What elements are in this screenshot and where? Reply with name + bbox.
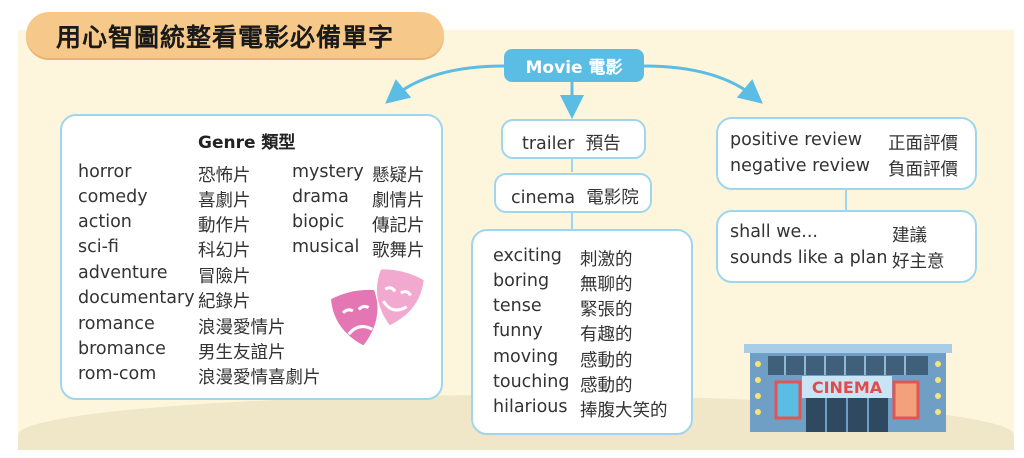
genre-zh: 男生友誼片	[198, 343, 286, 363]
genre-en: bromance	[78, 339, 166, 359]
adjective-en: tense	[493, 296, 542, 316]
adjective-en: boring	[493, 271, 550, 291]
adjective-zh: 捧腹大笑的	[580, 401, 668, 421]
genre-en: documentary	[78, 288, 195, 308]
adjectives-box	[471, 229, 693, 435]
genre-en: drama	[292, 187, 349, 207]
genre-en: mystery	[292, 162, 364, 182]
genre-box	[60, 114, 443, 400]
genre-zh: 浪漫愛情喜劇片	[198, 368, 321, 388]
genre-zh: 浪漫愛情片	[198, 318, 286, 338]
genre-zh: 紀錄片	[198, 292, 251, 312]
genre-zh: 懸疑片	[372, 166, 425, 186]
genre-en: sci-fi	[78, 237, 119, 257]
genre-zh: 歌舞片	[372, 241, 425, 261]
page-title: 用心智圖統整看電影必備單字	[56, 23, 395, 52]
genre-en: romance	[78, 314, 155, 334]
genre-heading: Genre 類型	[198, 133, 296, 153]
cinema-box	[494, 173, 652, 213]
genre-zh: 動作片	[198, 216, 251, 236]
review-en: positive review	[730, 130, 863, 150]
review-en: negative review	[730, 156, 870, 176]
central-node: Movie 電影	[504, 49, 644, 82]
adjective-en: funny	[493, 321, 543, 341]
genre-zh: 冒險片	[198, 267, 251, 287]
genre-en: action	[78, 212, 132, 232]
theater-masks-icon	[331, 269, 424, 346]
genre-en: musical	[292, 237, 360, 257]
title-banner	[26, 12, 444, 58]
adjective-en: touching	[493, 372, 570, 392]
adjective-zh: 無聊的	[580, 275, 633, 295]
review-box	[716, 117, 977, 190]
genre-en: horror	[78, 162, 132, 182]
adjective-en: exciting	[493, 246, 562, 266]
suggest-zh: 建議	[892, 226, 927, 246]
genre-zh: 劇情片	[372, 191, 425, 211]
cinema-sign: CINEMA	[812, 378, 883, 397]
suggest-en: shall we...	[730, 222, 818, 242]
suggest-box	[716, 210, 977, 283]
adjective-zh: 有趣的	[580, 325, 633, 345]
adjective-en: hilarious	[493, 397, 568, 417]
genre-en: comedy	[78, 187, 148, 207]
genre-en: biopic	[292, 212, 345, 232]
adjective-zh: 刺激的	[580, 250, 633, 270]
adjective-zh: 緊張的	[580, 300, 633, 320]
cinema-label: cinema 電影院	[511, 188, 639, 208]
genre-en: adventure	[78, 263, 168, 283]
cinema-building-icon: CINEMA	[744, 344, 952, 432]
genre-en: rom-com	[78, 364, 157, 384]
trailer-box	[501, 119, 646, 159]
trailer-label: trailer 預告	[522, 134, 621, 154]
genre-zh: 恐怖片	[198, 166, 251, 186]
adjective-zh: 感動的	[580, 351, 633, 371]
genre-zh: 傳記片	[372, 216, 425, 236]
arrow-to-genre	[385, 64, 505, 104]
review-zh: 負面評價	[888, 160, 958, 180]
arrow-to-review	[643, 64, 763, 104]
suggest-en: sounds like a plan	[730, 248, 888, 268]
suggest-zh: 好主意	[892, 252, 945, 272]
genre-zh: 科幻片	[198, 241, 251, 261]
review-zh: 正面評價	[888, 134, 958, 154]
adjective-zh: 感動的	[580, 376, 633, 396]
genre-zh: 喜劇片	[198, 191, 251, 211]
adjective-en: moving	[493, 347, 559, 367]
